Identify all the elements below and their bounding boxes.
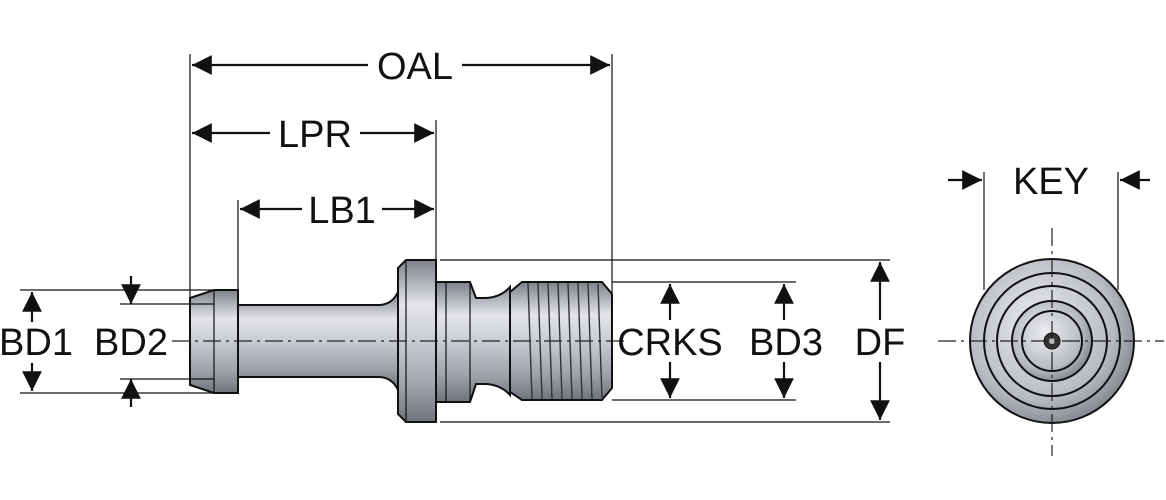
dimension-bd2: BD2 [94, 276, 214, 407]
dimension-key: KEY [948, 161, 1150, 203]
dimension-oal: OAL [192, 46, 610, 88]
retention-knob-end-view [938, 228, 1164, 456]
knob-groove-section [435, 281, 511, 403]
dimension-lb1: LB1 [240, 190, 434, 232]
label-lpr: LPR [278, 114, 352, 156]
label-lb1: LB1 [308, 190, 376, 232]
dimension-bd3: BD3 [749, 284, 823, 398]
label-bd1: BD1 [0, 322, 73, 364]
dimension-bd1: BD1 [0, 292, 73, 391]
retention-knob-side-view [172, 259, 628, 423]
dimension-crks: CRKS [617, 284, 723, 398]
dimension-df: DF [855, 262, 906, 420]
label-bd3: BD3 [749, 322, 823, 364]
label-key: KEY [1013, 161, 1089, 203]
dimension-lpr: LPR [192, 114, 434, 156]
label-df: DF [855, 322, 906, 364]
label-oal: OAL [377, 46, 453, 88]
label-crks: CRKS [617, 322, 723, 364]
label-bd2: BD2 [94, 322, 168, 364]
extension-lines [20, 54, 1119, 423]
